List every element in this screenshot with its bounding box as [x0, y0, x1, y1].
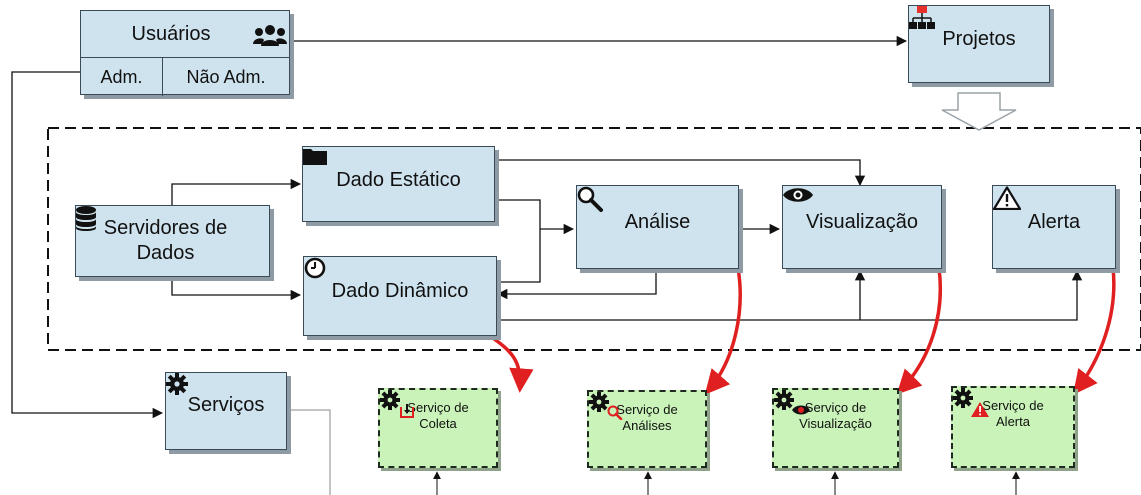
nao-adm-cell[interactable]: Não Adm.	[163, 57, 289, 96]
alerta-box[interactable]: Alerta	[992, 185, 1116, 269]
adm-label: Adm.	[100, 66, 143, 87]
edge-servidores-dinamico	[171, 272, 302, 301]
gear-magnifier-icon	[589, 392, 623, 420]
red-arrow-coleta	[488, 334, 534, 393]
dado-dinamico-box[interactable]: Dado Dinâmico	[303, 256, 497, 336]
magnifier-icon	[577, 186, 603, 212]
edge-usuarios-servicos	[11, 71, 164, 419]
warning-icon	[993, 186, 1021, 210]
folder-icon	[303, 149, 327, 165]
edge-dinamico-alerta	[497, 269, 1083, 321]
clock-icon	[304, 257, 326, 279]
analise-box[interactable]: Análise	[576, 185, 739, 269]
red-arrow-visualizacao	[896, 267, 943, 395]
gear-download-icon	[380, 390, 414, 418]
servico-coleta-box[interactable]: Serviço de Coleta	[378, 388, 498, 468]
projetos-label: Projetos	[942, 27, 1016, 50]
dado-dinamico-label: Dado Dinâmico	[331, 279, 469, 302]
servico-coleta-label: Serviço de Coleta	[407, 400, 469, 432]
edge-dinamico-merge	[495, 229, 541, 283]
servicos-label: Serviços	[187, 393, 265, 416]
projects-hollow-arrow	[941, 92, 1017, 131]
adm-cell[interactable]: Adm.	[81, 57, 163, 96]
servico-visualizacao-label: Serviço de Visualização	[799, 400, 872, 432]
edge-estatico-merge	[495, 199, 541, 229]
dado-estatico-label: Dado Estático	[336, 168, 461, 191]
usuarios-box[interactable]: Usuários Adm. Não Adm.	[80, 10, 290, 96]
edge-servidores-estatico	[171, 178, 302, 207]
servico-analises-box[interactable]: Serviço de Análises	[587, 390, 707, 468]
servico-alerta-label: Serviço de Alerta	[982, 398, 1044, 430]
edge-estatico-visualizacao	[495, 159, 866, 187]
servidores-label: Servidores de Dados	[103, 217, 228, 264]
visualizacao-box[interactable]: Visualização	[782, 185, 942, 269]
users-icon	[253, 25, 287, 46]
servico-alerta-box[interactable]: Serviço de Alerta	[951, 386, 1075, 468]
servico-visualizacao-box[interactable]: Serviço de Visualização	[772, 388, 899, 468]
system-boundary	[47, 127, 1141, 351]
red-arrow-analises	[704, 267, 742, 395]
servico-analises-label: Serviço de Análises	[616, 402, 678, 434]
servicos-box[interactable]: Serviços	[165, 372, 287, 450]
database-icon	[76, 206, 96, 231]
eye-icon	[783, 188, 813, 202]
dado-estatico-box[interactable]: Dado Estático	[302, 146, 495, 222]
nao-adm-label: Não Adm.	[186, 66, 266, 87]
red-arrow-alerta	[1073, 267, 1116, 395]
gear-eye-icon	[774, 390, 810, 415]
gear-warning-icon	[953, 388, 989, 417]
servicos-link	[290, 409, 331, 495]
analise-label: Análise	[624, 210, 691, 233]
sitemap-icon	[909, 6, 935, 29]
projetos-box[interactable]: Projetos	[908, 5, 1050, 83]
gear-icon	[166, 373, 188, 395]
usuarios-label: Usuários	[131, 22, 211, 45]
edge-analise-dinamico	[496, 272, 657, 300]
servidores-box[interactable]: Servidores de Dados	[75, 205, 270, 277]
alerta-label: Alerta	[1027, 210, 1081, 233]
visualizacao-label: Visualização	[806, 210, 918, 233]
